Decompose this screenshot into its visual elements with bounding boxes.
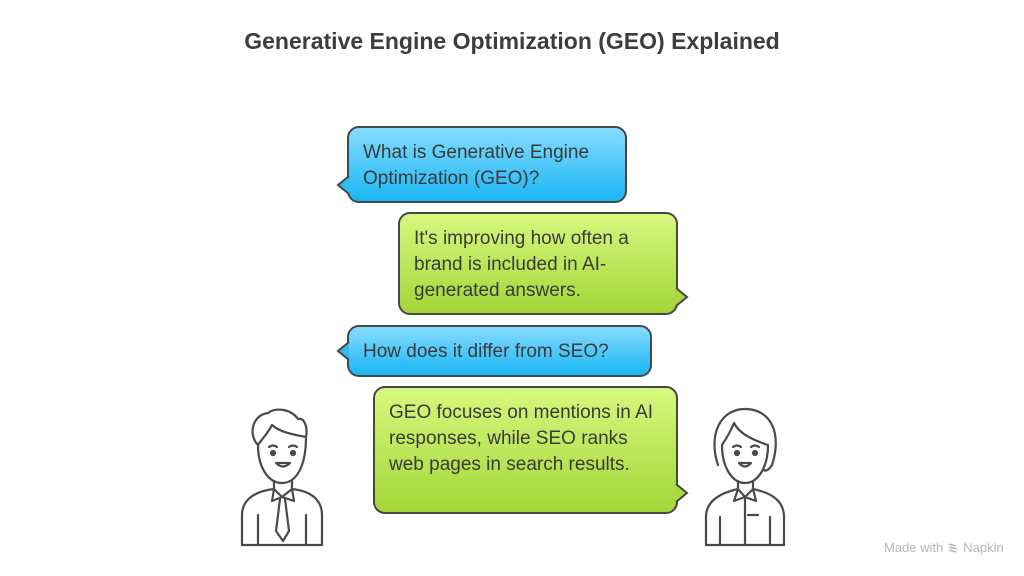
- question-bubble-2: How does it differ from SEO?: [347, 325, 652, 377]
- bubble-text: How does it differ from SEO?: [363, 341, 609, 362]
- answer-bubble-1: It's improving how often a brand is incl…: [398, 212, 678, 315]
- question-bubble-1: What is Generative Engine Optimization (…: [347, 126, 627, 203]
- answer-bubble-2: GEO focuses on mentions in AI responses,…: [373, 386, 678, 514]
- bubble-text: It's improving how often a brand is incl…: [414, 228, 629, 301]
- footer-prefix: Made with: [884, 540, 944, 555]
- page-title: Generative Engine Optimization (GEO) Exp…: [244, 28, 780, 54]
- made-with-napkin-footer: Made with Napkin: [884, 540, 1004, 555]
- bubble-tail-right: [675, 287, 689, 307]
- footer-brand: Napkin: [963, 540, 1004, 555]
- bubble-tail-left: [336, 175, 350, 195]
- bubble-text: GEO focuses on mentions in AI responses,…: [389, 402, 654, 475]
- woman-avatar-icon: [704, 407, 786, 547]
- man-avatar-icon: [240, 408, 324, 547]
- napkin-logo-icon: [949, 542, 958, 553]
- bubble-tail-left: [336, 341, 350, 361]
- bubble-text: What is Generative Engine Optimization (…: [363, 142, 590, 189]
- bubble-tail-right: [675, 483, 689, 503]
